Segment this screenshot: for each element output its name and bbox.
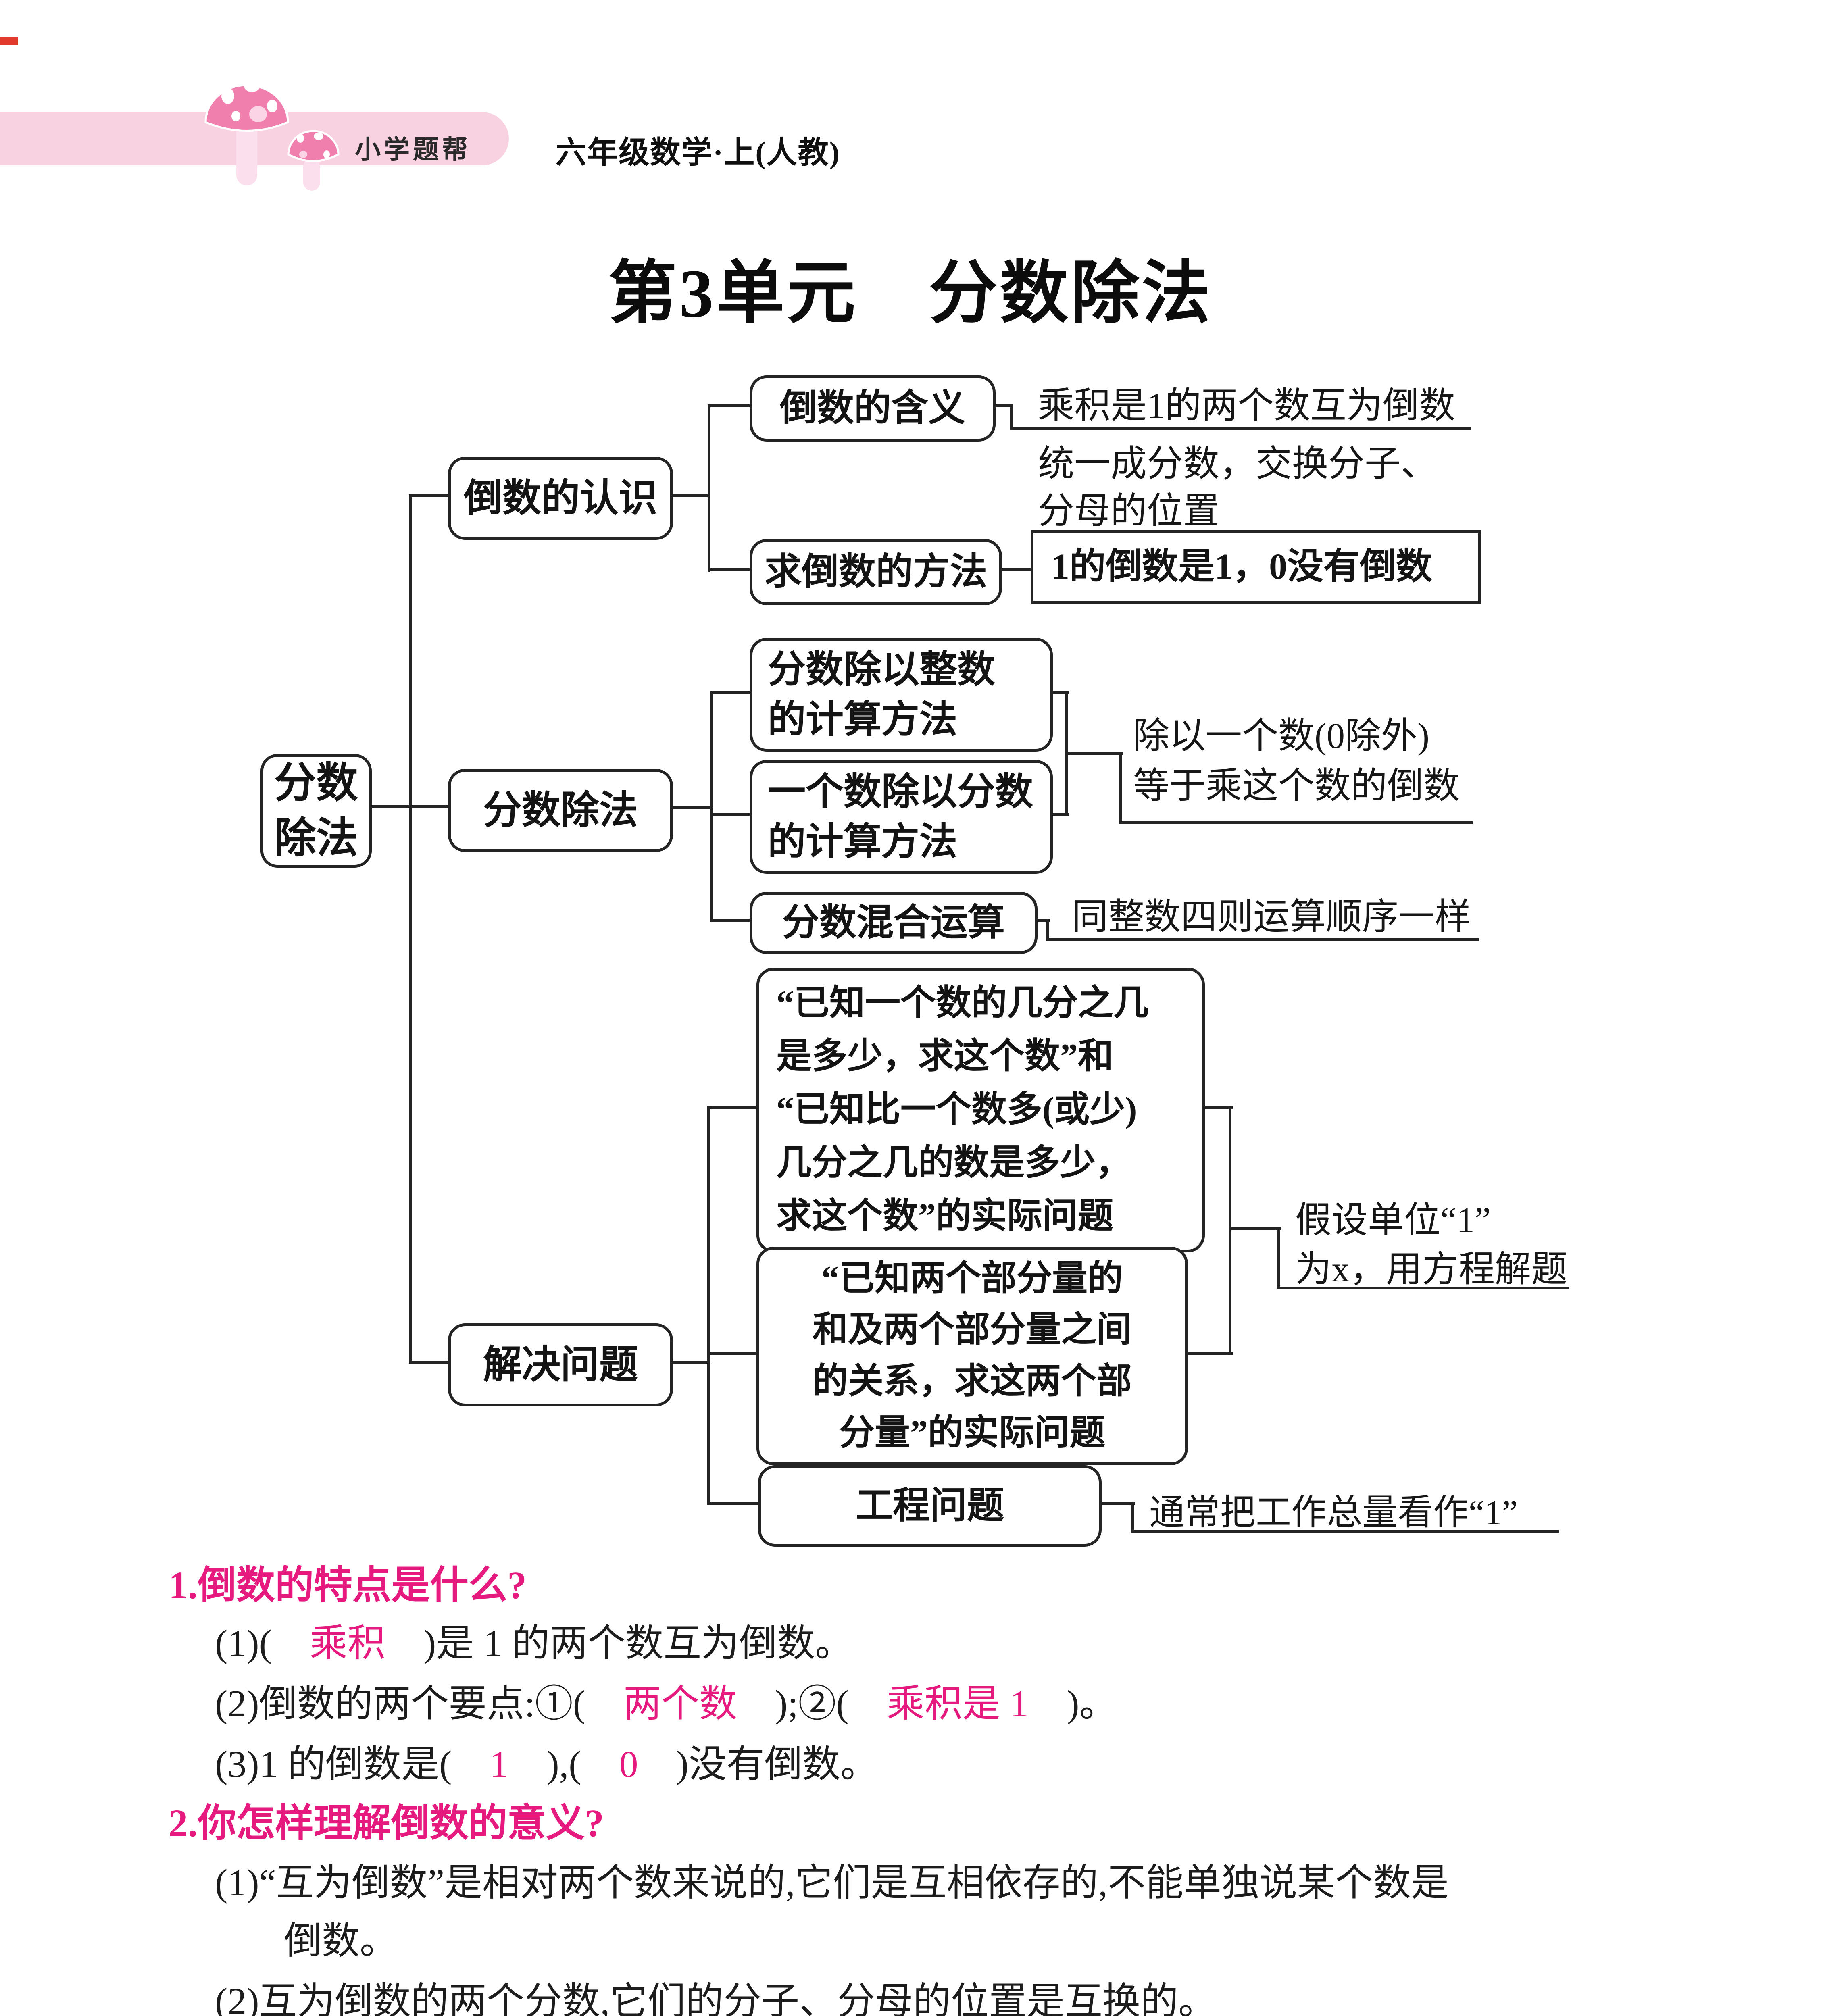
- connector: [667, 494, 710, 497]
- connector: [707, 1106, 756, 1109]
- node-line: 是多少，求这个数”和: [776, 1037, 1114, 1076]
- node-reciprocal-knowledge: 倒数的认识: [448, 457, 673, 540]
- node-fraction-div-integer: 分数除以整数 的计算方法: [750, 638, 1053, 752]
- annotation-total-work-as-one: 通常把工作总量看作“1”: [1149, 1493, 1518, 1533]
- annotation-line: 分母的位置: [1038, 491, 1219, 531]
- connector: [1010, 404, 1013, 429]
- connector: [707, 1352, 756, 1355]
- connector: [1277, 1227, 1280, 1289]
- question-2-item-1-cont: 倒数。: [284, 1920, 398, 1962]
- question-1-item-2: (2)倒数的两个要点:①( 两个数 );②( 乘积是 1 )。: [215, 1683, 1117, 1725]
- node-line: “已知比一个数多(或少): [776, 1090, 1137, 1129]
- connector: [710, 919, 750, 922]
- node-line: 和及两个部分量之间: [812, 1310, 1132, 1350]
- node-reciprocal-meaning: 倒数的含义: [750, 375, 996, 442]
- node-line: 分数除以整数: [768, 648, 996, 691]
- connector: [707, 1502, 758, 1505]
- node-line: 的计算方法: [768, 699, 958, 741]
- node-number-div-fraction: 一个数除以分数 的计算方法: [750, 760, 1053, 874]
- connector: [707, 1106, 710, 1505]
- node-engineering-problem: 工程问题: [758, 1465, 1102, 1547]
- connector: [708, 404, 750, 407]
- annotation-line: 等于乘这个数的倒数: [1133, 766, 1460, 806]
- connector: [708, 568, 750, 571]
- book-edition: 六年级数学·上(人教): [556, 136, 840, 170]
- node-line: 求这个数”的实际问题: [776, 1197, 1114, 1236]
- annotation-line: 除以一个数(0除外): [1133, 716, 1429, 756]
- node-line: 一个数除以分数: [768, 771, 1033, 813]
- connector: [996, 568, 1031, 571]
- connector: [1032, 919, 1050, 922]
- question-2-item-1: (1)“互为倒数”是相对两个数来说的,它们是互相依存的,不能单独说某个数是: [215, 1862, 1449, 1904]
- connector: [409, 494, 449, 497]
- connector: [1096, 1502, 1135, 1505]
- underline: [1046, 938, 1479, 941]
- connector: [1229, 1227, 1281, 1230]
- connector: [710, 691, 713, 921]
- underline: [1131, 1530, 1559, 1533]
- node-line: 分量”的实际问题: [839, 1413, 1105, 1453]
- node-problem-type-2: “已知两个部分量的 和及两个部分量之间 的关系，求这两个部 分量”的实际问题: [756, 1247, 1188, 1465]
- annotation-assume-unit-one: 假设单位“1” 为x，用方程解题: [1295, 1196, 1567, 1294]
- node-line: “已知一个数的几分之几: [776, 984, 1149, 1023]
- connector: [1046, 919, 1049, 941]
- underline: [1119, 821, 1473, 824]
- node-root-line1: 分数: [274, 760, 358, 806]
- annotation-line: 统一成分数，交换分子、: [1038, 444, 1437, 484]
- node-line: “已知两个部分量的: [821, 1259, 1123, 1298]
- node-root-line2: 除法: [274, 815, 358, 862]
- node-root: 分数 除法: [260, 754, 372, 868]
- annotation-product-is-one: 乘积是1的两个数互为倒数: [1038, 386, 1455, 426]
- connector: [710, 813, 750, 816]
- question-2-heading: 2.你怎样理解倒数的意义?: [169, 1801, 604, 1845]
- note-reciprocal-of-one-zero: 1的倒数是1，0没有倒数: [1031, 530, 1481, 604]
- node-line: 的关系，求这两个部: [812, 1362, 1132, 1401]
- node-problem-solving: 解决问题: [448, 1323, 673, 1406]
- brand-logo-text: 小学题帮: [355, 135, 471, 164]
- underline: [1277, 1287, 1569, 1289]
- connector: [409, 1361, 449, 1364]
- connector: [667, 1361, 710, 1364]
- connector: [409, 494, 412, 1364]
- connector: [1065, 752, 1123, 755]
- connector: [1119, 752, 1122, 824]
- node-line: 几分之几的数是多少，: [776, 1143, 1131, 1183]
- connector: [1229, 1106, 1231, 1355]
- annotation-line: 假设单位“1”: [1295, 1200, 1491, 1240]
- connector: [1131, 1502, 1134, 1533]
- node-fraction-division: 分数除法: [448, 769, 673, 852]
- connector: [667, 806, 713, 809]
- print-mark: [0, 37, 18, 45]
- page-title: 第3单元 分数除法: [608, 256, 1213, 331]
- annotation-same-order: 同整数四则运算顺序一样: [1072, 897, 1471, 937]
- node-reciprocal-method: 求倒数的方法: [750, 539, 1002, 605]
- node-line: 的计算方法: [768, 821, 958, 863]
- annotation-divide-equals-multiply: 除以一个数(0除外) 等于乘这个数的倒数: [1133, 711, 1460, 811]
- connector: [708, 404, 710, 572]
- connector: [990, 404, 1013, 407]
- node-mixed-operations: 分数混合运算: [750, 892, 1038, 954]
- annotation-line: 为x，用方程解题: [1295, 1249, 1567, 1289]
- connector: [710, 691, 750, 694]
- connector: [1182, 1352, 1233, 1355]
- node-problem-type-1: “已知一个数的几分之几 是多少，求这个数”和 “已知比一个数多(或少) 几分之几…: [756, 968, 1205, 1252]
- connector: [1182, 1106, 1233, 1109]
- mushroom-illustration: [204, 80, 340, 191]
- annotation-unify-fraction: 统一成分数，交换分子、 分母的位置: [1038, 440, 1437, 535]
- underline: [1010, 427, 1471, 430]
- question-2-item-2: (2)互为倒数的两个分数,它们的分子、分母的位置是互换的。: [215, 1981, 1217, 2016]
- question-1-item-3: (3)1 的倒数是( 1 ),( 0 )没有倒数。: [215, 1743, 878, 1785]
- question-1-item-1: (1)( 乘积 )是 1 的两个数互为倒数。: [215, 1622, 853, 1664]
- question-1-heading: 1.倒数的特点是什么?: [169, 1564, 527, 1607]
